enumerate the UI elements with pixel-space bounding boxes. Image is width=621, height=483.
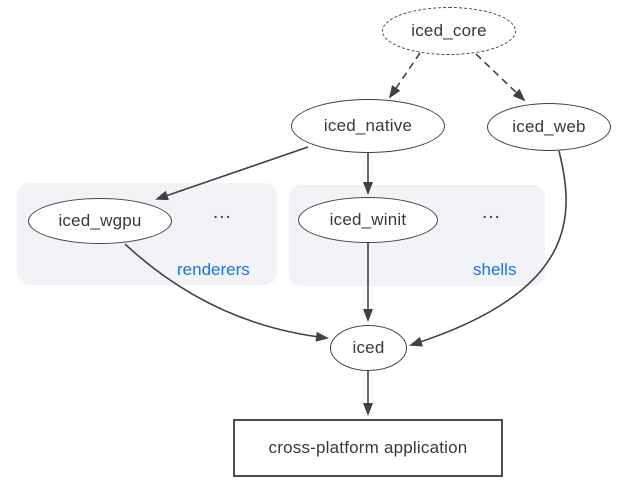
node-iced_web-label: iced_web [512,117,586,136]
node-iced_core-label: iced_core [411,21,487,40]
node-iced_core: iced_core [382,7,516,55]
node-iced_wgpu-label: iced_wgpu [58,211,142,230]
node-iced-label: iced [352,338,385,357]
shells-ellipsis: ... [482,202,501,223]
shells-group-label: shells [473,260,517,279]
node-iced_native-label: iced_native [323,116,413,135]
node-iced_wgpu: iced_wgpu [28,198,172,244]
node-iced_winit: iced_winit [298,197,438,243]
node-iced: iced [330,325,407,371]
edge-iced_core-iced_web [475,53,526,102]
node-iced_winit-label: iced_winit [329,210,407,229]
edge-iced_core-iced_native [388,52,421,99]
node-cross-platform-application: cross-platform application [233,419,503,477]
renderers-group-label: renderers [177,260,250,279]
node-iced_web: iced_web [487,103,611,151]
node-iced_native: iced_native [291,99,445,153]
node-cross-platform-application-label: cross-platform application [268,438,468,457]
renderers-ellipsis: ... [213,202,232,223]
